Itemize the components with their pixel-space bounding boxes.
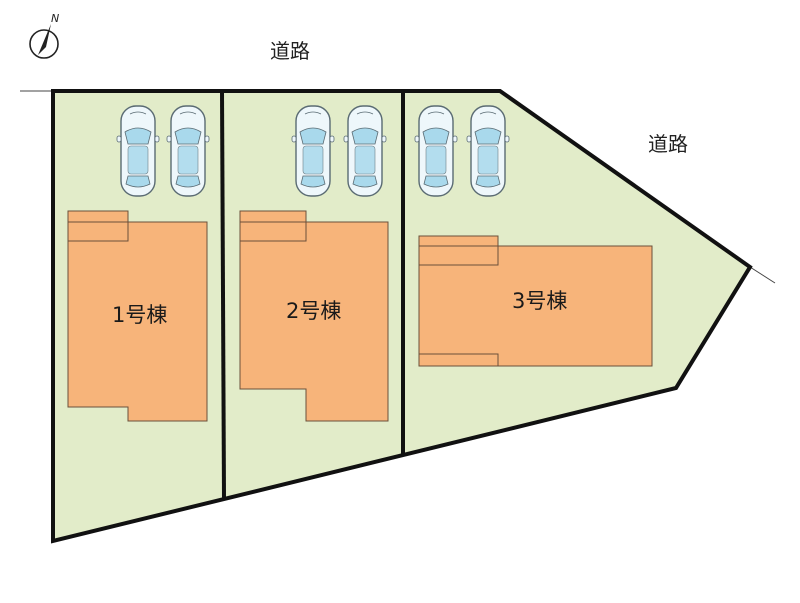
site-boundary (51, 89, 753, 544)
compass-needle-icon (38, 24, 51, 55)
road-label-top: 道路 (270, 39, 310, 63)
lot-3-building (418, 235, 653, 367)
lot-1-parking (116, 105, 210, 197)
car-icon (116, 105, 160, 197)
car-icon (343, 105, 387, 197)
outer-boundary (51, 89, 753, 544)
lot-1-building (67, 210, 208, 422)
building-label: 2号棟 (286, 299, 341, 323)
lot-2-parking (291, 105, 387, 197)
building-label: 1号棟 (112, 303, 167, 327)
lot-3: 3号棟 (403, 91, 750, 454)
car-icon (466, 105, 510, 197)
car-icon (166, 105, 210, 197)
car-icon (414, 105, 458, 197)
road-label-right: 道路 (648, 132, 688, 156)
compass-ring (29, 29, 59, 59)
lot-1-building-eave (68, 221, 129, 242)
road-edge-right (749, 266, 776, 284)
building-label: 3号棟 (512, 289, 567, 313)
car-icon (291, 105, 335, 197)
lot-divider-1-2 (220, 90, 226, 499)
lot-3-building-eave (419, 245, 499, 366)
compass: N (29, 12, 59, 59)
lot-2-building (239, 210, 389, 422)
lot-3-parking (414, 105, 510, 197)
lot-1: 1号棟 (53, 91, 224, 541)
lot-2: 2号棟 (222, 91, 403, 498)
lot-2-building-eave (240, 221, 307, 242)
north-label: N (51, 12, 59, 25)
